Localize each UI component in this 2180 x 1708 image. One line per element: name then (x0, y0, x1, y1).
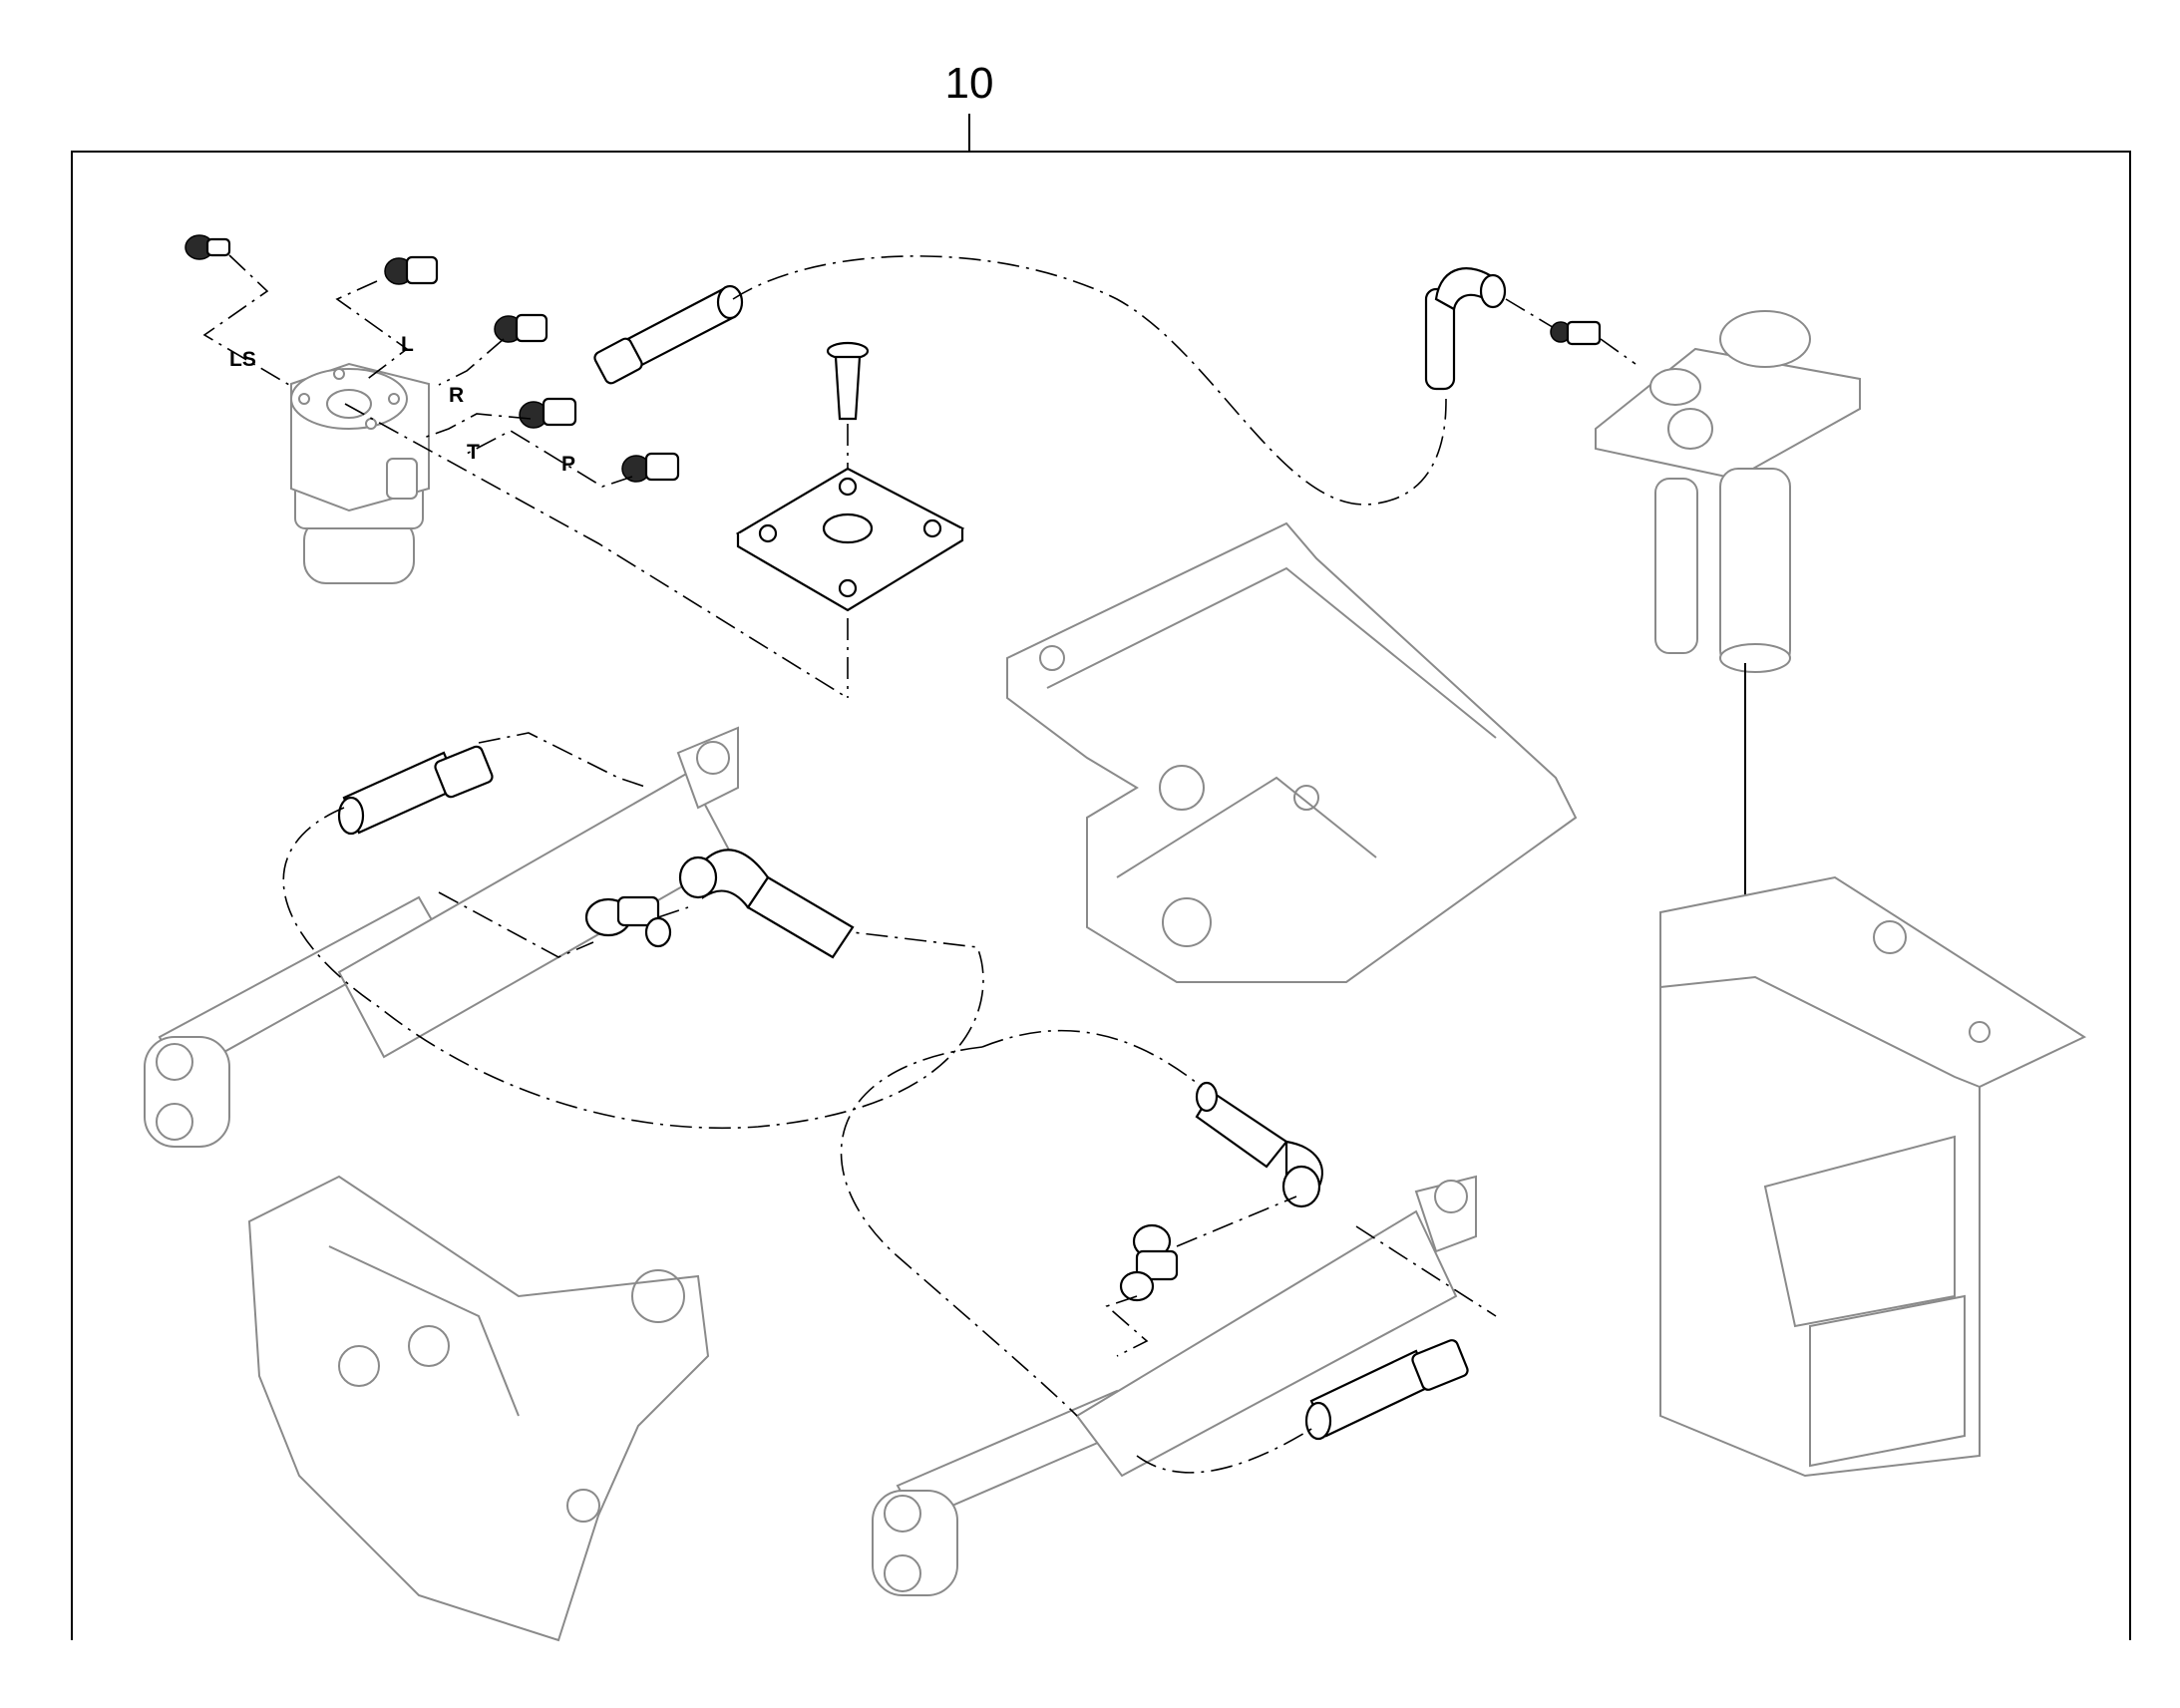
steering-cylinder-lower (872, 1175, 1477, 1596)
fitting-p (621, 452, 680, 483)
port-label-p: P (561, 453, 575, 476)
fitting-ls (184, 234, 231, 260)
tee-fitting-upper (584, 895, 672, 948)
port-label-r: R (449, 384, 464, 407)
machine-housing (1659, 875, 2087, 1478)
assembly-frame (71, 151, 2131, 1640)
steering-valve (290, 362, 430, 584)
chassis-frame (1006, 521, 1578, 983)
hose-lower-cylinder-b (1304, 1339, 1469, 1441)
fitting-l (384, 255, 439, 285)
mounting-bolt (826, 341, 870, 421)
loader-arm-frame (247, 1175, 710, 1642)
hose-upper-cylinder-b (678, 849, 855, 959)
hydraulic-pump-unit (1595, 310, 1861, 673)
fitting-t (519, 397, 577, 429)
tee-fitting-lower (1119, 1223, 1179, 1302)
hose-lower-cylinder-a (1195, 1081, 1323, 1208)
adapter-fitting-pump (1550, 320, 1602, 346)
fitting-r (494, 313, 548, 343)
callout-number: 10 (945, 59, 994, 108)
mounting-plate (735, 467, 965, 612)
elbow-fitting-pump (1424, 267, 1507, 391)
hose-upper-cylinder-a (337, 745, 494, 836)
hose-valve-to-pump (593, 284, 744, 385)
port-label-t: T (467, 441, 480, 464)
port-label-ls: LS (229, 348, 256, 371)
port-label-l: L (401, 333, 414, 356)
steering-cylinder-upper (144, 726, 739, 1148)
